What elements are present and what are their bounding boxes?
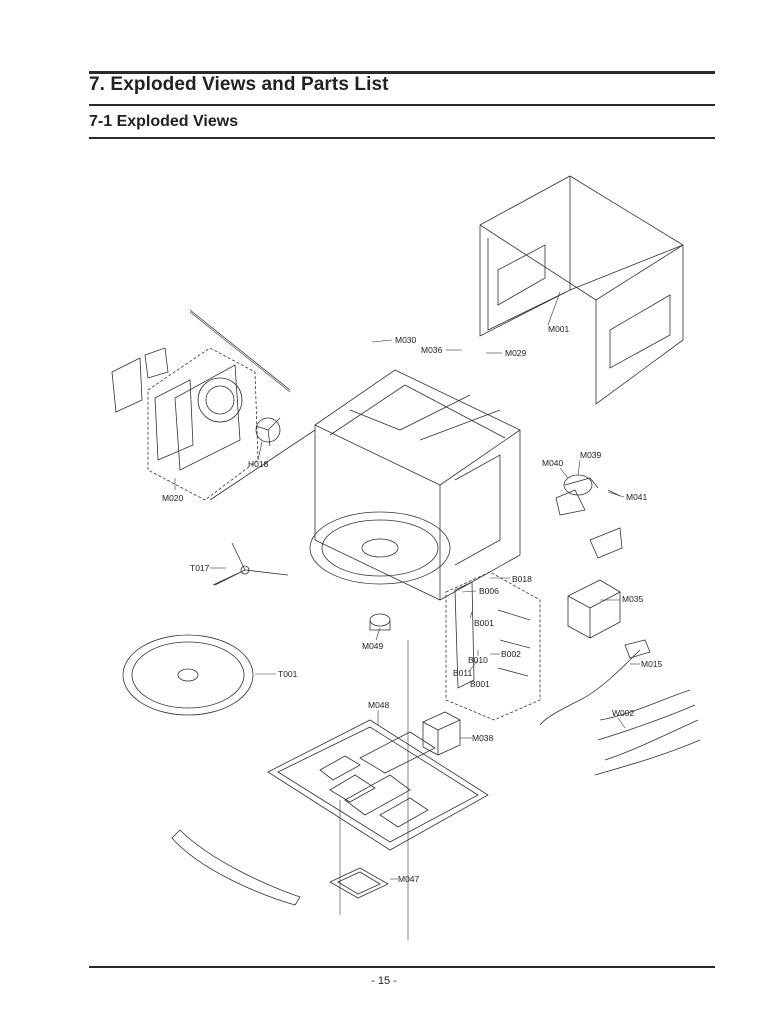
wire-harness — [594, 689, 701, 776]
fan-motor-assembly — [111, 309, 316, 501]
label-m038: M038 — [472, 733, 494, 743]
label-m047: M047 — [398, 874, 420, 884]
control-board — [445, 571, 541, 721]
page-number: - 15 - — [371, 975, 397, 987]
label-t017: T017 — [190, 563, 210, 573]
oven-cavity — [309, 369, 521, 601]
label-m035: M035 — [622, 594, 644, 604]
leader-lines — [174, 291, 640, 940]
label-m049: M049 — [362, 641, 384, 651]
transformer — [422, 711, 461, 756]
label-m039: M039 — [580, 450, 602, 460]
section-rule — [89, 137, 715, 139]
section-title: 7-1 Exploded Views — [89, 113, 239, 130]
label-b002: B002 — [501, 649, 521, 659]
top-rule — [89, 71, 715, 74]
label-w002: W002 — [612, 708, 634, 718]
hv-capacitor — [555, 474, 621, 516]
label-b006: B006 — [479, 586, 499, 596]
label-m048: M048 — [368, 700, 390, 710]
glass-tray — [122, 634, 254, 716]
outer-cabinet — [479, 175, 684, 405]
label-m041: M041 — [626, 492, 648, 502]
power-cord — [539, 639, 651, 726]
roller-ring — [212, 542, 289, 586]
label-b018: B018 — [512, 574, 532, 584]
turntable-motor — [369, 613, 391, 631]
label-m001: M001 — [548, 324, 570, 334]
label-m030: M030 — [395, 335, 417, 345]
exploded-view-diagram: M001 M030 M036 M029 M039 M040 M041 M020 … — [111, 175, 701, 940]
label-m036: M036 — [421, 345, 443, 355]
title-rule — [89, 104, 715, 106]
label-b011: B011 — [453, 668, 472, 678]
footer-rule — [89, 966, 715, 968]
label-t001: T001 — [278, 669, 298, 679]
chapter-title: 7. Exploded Views and Parts List — [89, 74, 389, 95]
callout-labels: M001 M030 M036 M029 M039 M040 M041 M020 … — [162, 324, 663, 884]
base-plate — [267, 719, 489, 851]
label-m029: M029 — [505, 348, 527, 358]
label-m015: M015 — [641, 659, 663, 669]
label-m020: M020 — [162, 493, 184, 503]
label-m040: M040 — [542, 458, 564, 468]
front-trim — [171, 829, 301, 906]
magnetron — [567, 527, 623, 639]
label-b010: B010 — [468, 655, 488, 665]
bottom-filter — [329, 867, 389, 899]
label-h018: H018 — [248, 459, 269, 469]
label-b001-top: B001 — [474, 618, 494, 628]
label-b001-bottom: B001 — [470, 679, 490, 689]
